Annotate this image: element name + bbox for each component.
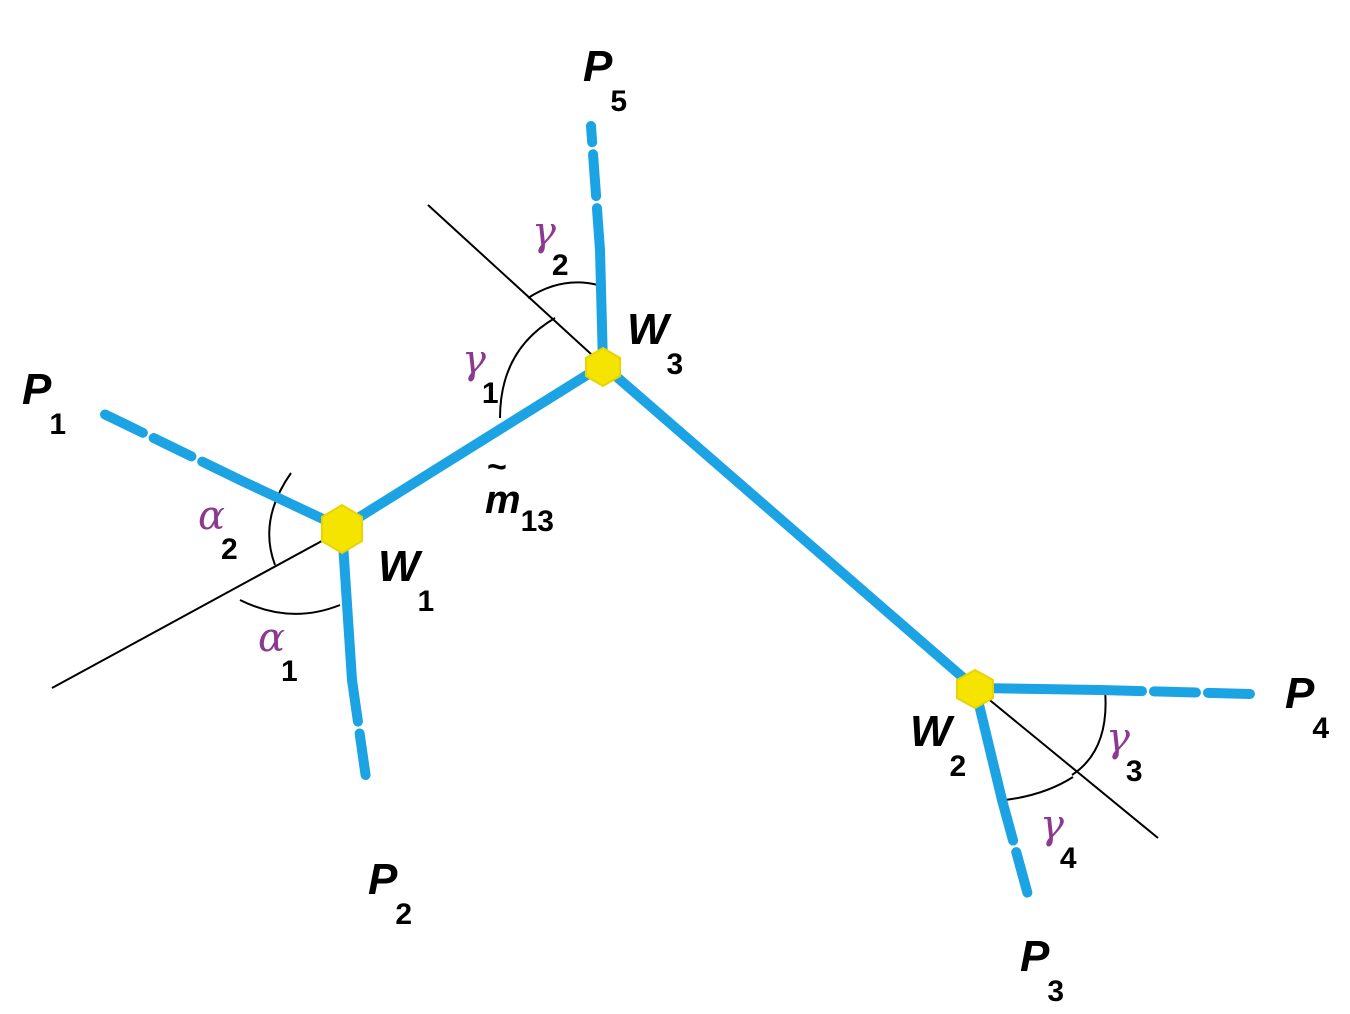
node-w3 bbox=[585, 346, 621, 388]
arc-gamma3 bbox=[1071, 689, 1107, 776]
edge-p4-dashed bbox=[1095, 685, 1257, 699]
edge-p2-dashed bbox=[347, 675, 371, 783]
label-w2: W2 bbox=[910, 707, 967, 783]
construction-lines bbox=[51, 204, 1159, 839]
edge-p3-dashed bbox=[997, 795, 1033, 900]
label-p4: P4 bbox=[1285, 669, 1330, 745]
label-gamma1: γ1 bbox=[462, 337, 499, 410]
construction-line-w1 bbox=[51, 529, 343, 689]
label-p5: P5 bbox=[583, 42, 628, 118]
arc-gamma4 bbox=[1004, 776, 1074, 801]
label-w1: W1 bbox=[378, 542, 435, 618]
node-w1 bbox=[321, 503, 363, 555]
label-gamma4: γ4 bbox=[1040, 802, 1077, 875]
edge-w3-w2 bbox=[598, 360, 980, 693]
arc-alpha2 bbox=[268, 472, 292, 566]
label-gamma3: γ3 bbox=[1106, 715, 1143, 788]
edge-w2-p4-solid bbox=[970, 683, 1105, 695]
arc-alpha1 bbox=[239, 599, 341, 615]
label-alpha1: α1 bbox=[258, 615, 298, 688]
edge-p5-dashed bbox=[586, 121, 605, 255]
edges-solid bbox=[235, 245, 1105, 805]
label-p3: P3 bbox=[1020, 932, 1065, 1008]
arc-gamma1 bbox=[499, 317, 556, 419]
edge-w1-w3 bbox=[337, 360, 608, 533]
arc-gamma2 bbox=[527, 281, 599, 299]
construction-line-w2 bbox=[974, 687, 1159, 839]
edge-p1-dashed bbox=[95, 407, 245, 485]
edge-w3-p5-solid bbox=[595, 245, 608, 370]
label-edge-m13: ~m13 bbox=[485, 448, 554, 538]
label-w3: W3 bbox=[627, 305, 684, 381]
label-gamma2: γ2 bbox=[532, 209, 569, 282]
node-w2 bbox=[956, 668, 994, 710]
edge-w2-p3-solid bbox=[970, 683, 1007, 805]
label-p1: P1 bbox=[22, 365, 67, 441]
label-alpha2: α2 bbox=[198, 493, 238, 566]
edge-w1-p2-solid bbox=[337, 523, 357, 685]
angle-arcs bbox=[239, 281, 1107, 801]
construction-line-w3 bbox=[427, 204, 604, 366]
label-p2: P2 bbox=[368, 855, 413, 931]
edges-dashed bbox=[95, 121, 1257, 900]
nodes bbox=[321, 346, 994, 710]
